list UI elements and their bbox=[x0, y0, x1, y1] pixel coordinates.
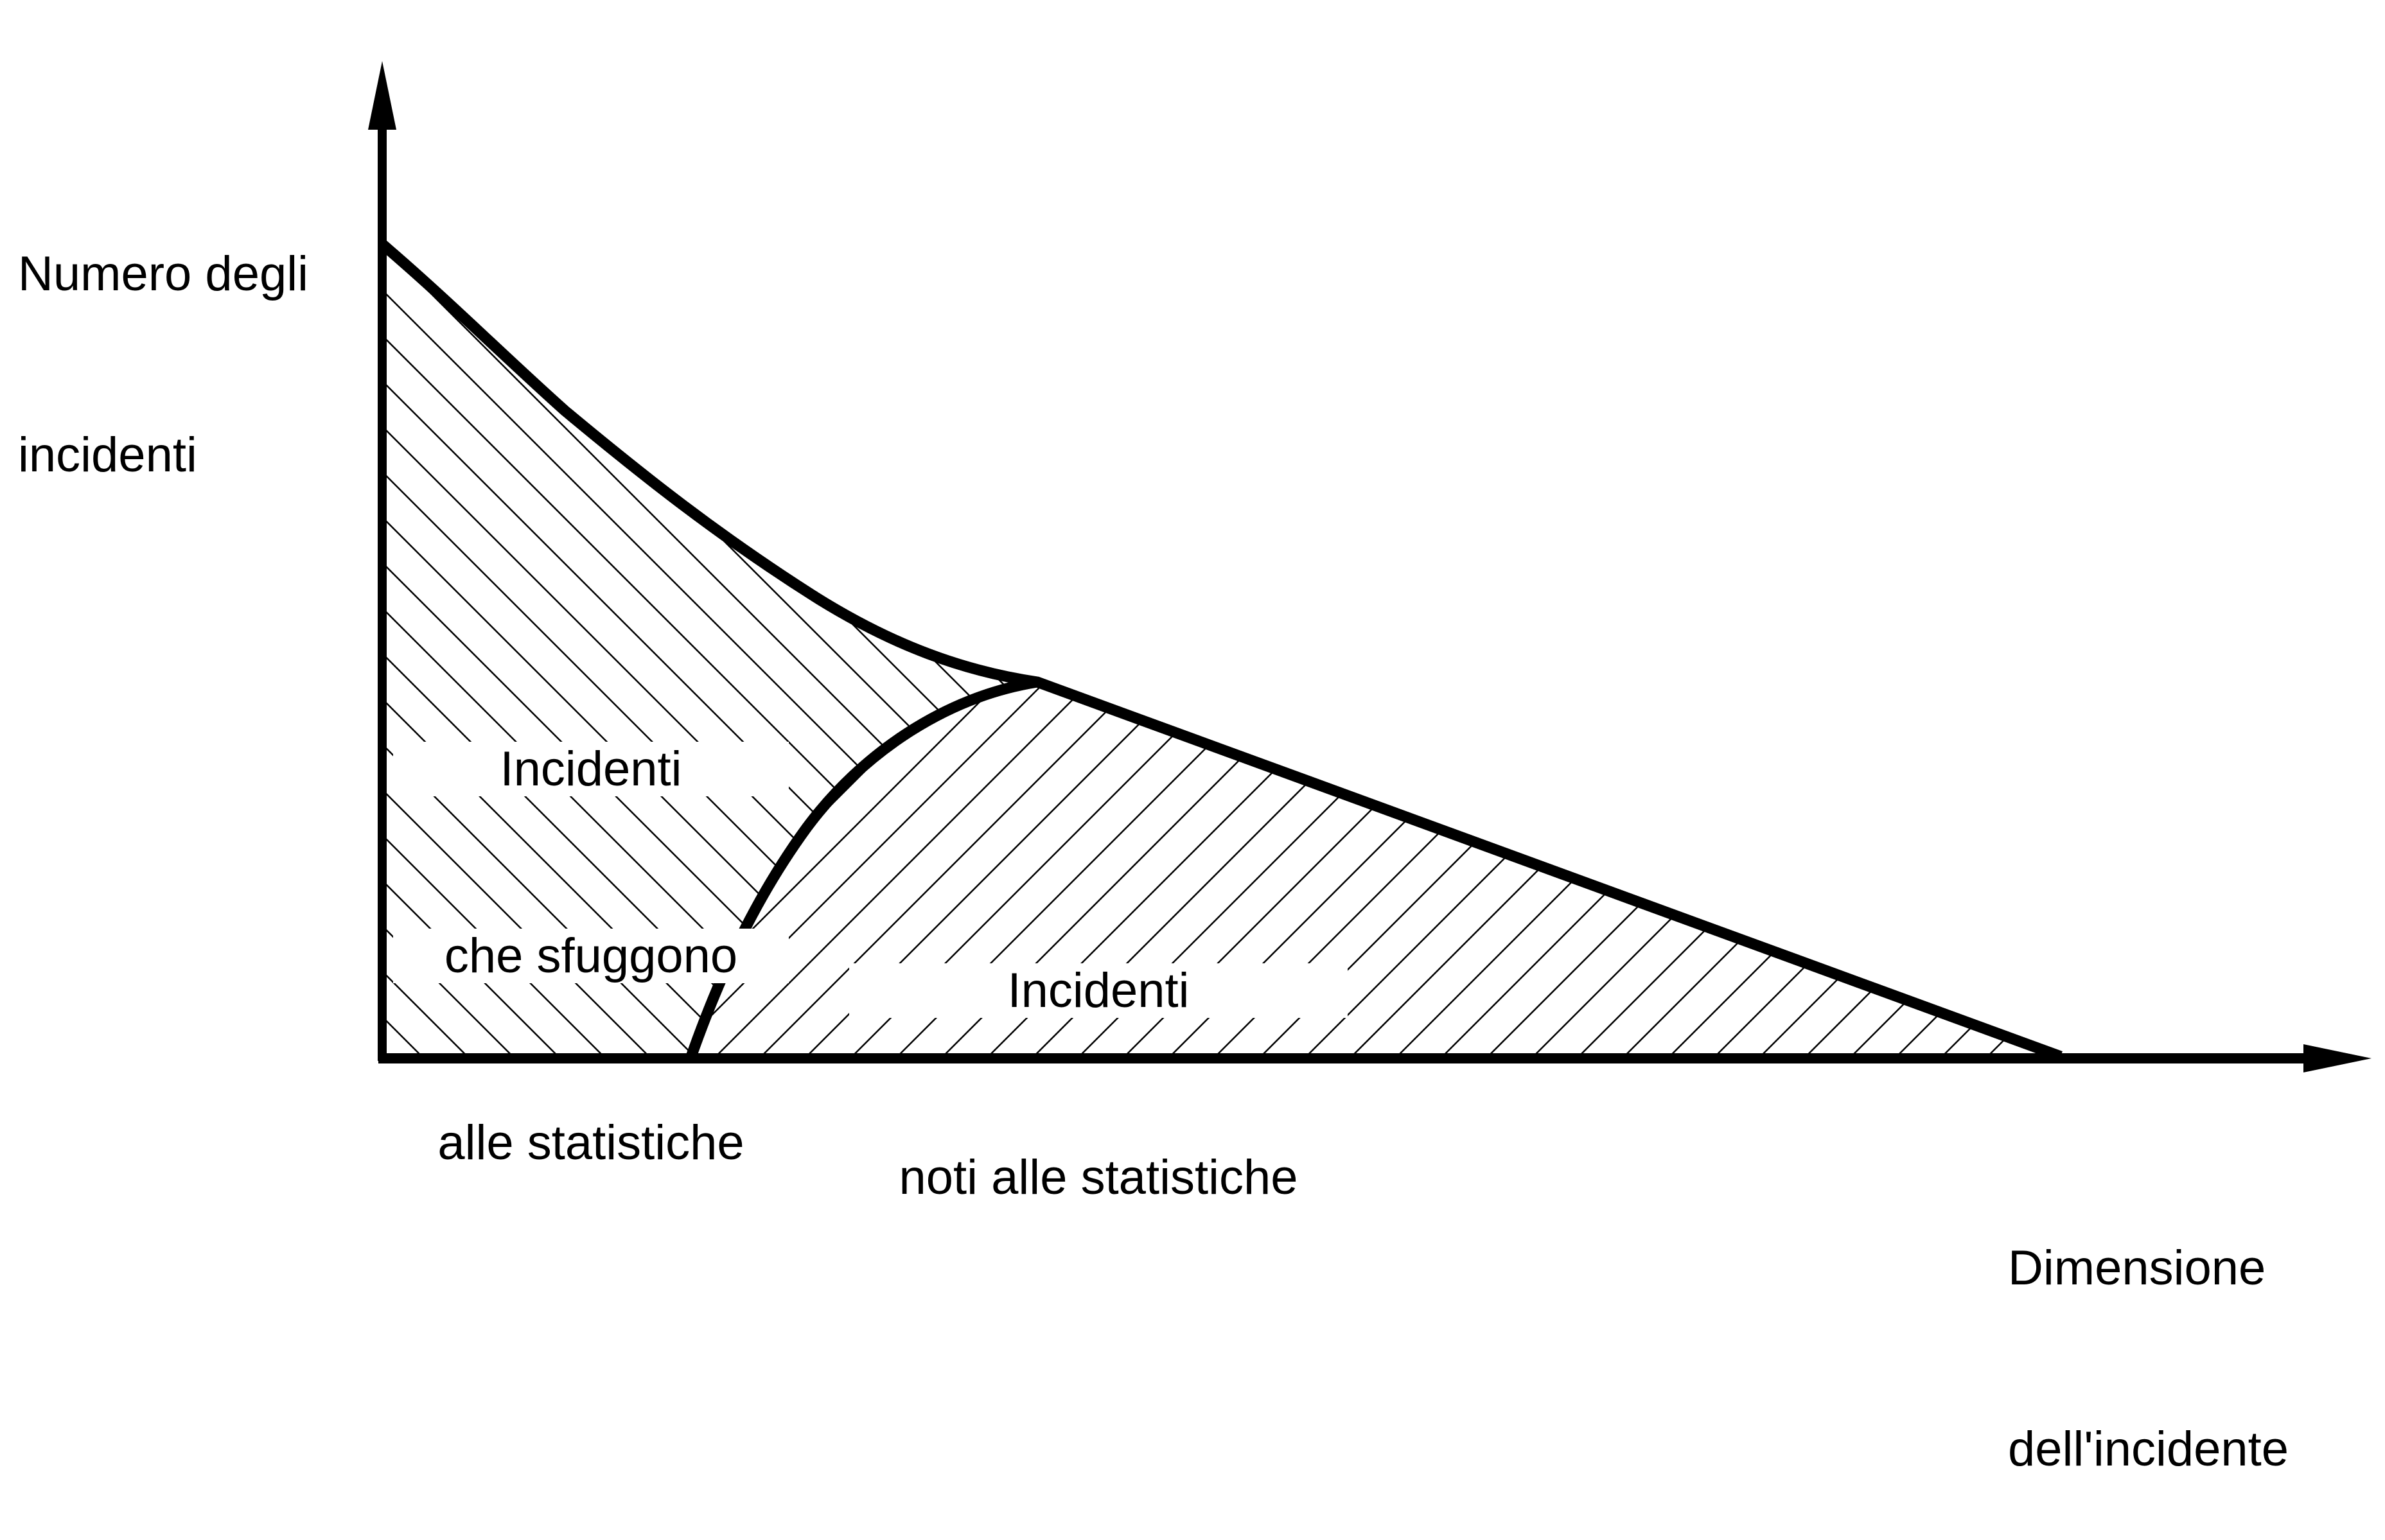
region-label-known-line-2: noti alle statistiche bbox=[899, 1150, 1298, 1205]
region-label-hidden-line-3: alle statistiche bbox=[437, 1116, 744, 1170]
region-label-incidenti-noti: Incidenti noti alle statistiche bbox=[854, 835, 1342, 1271]
label-knockout bbox=[849, 1150, 1348, 1205]
up-arrow-icon bbox=[368, 61, 396, 130]
right-arrow-icon bbox=[2303, 1044, 2372, 1072]
region-label-incidenti-che-sfuggono: Incidenti che sfuggono alle statistiche bbox=[398, 613, 784, 1236]
region-label-known-line-1: Incidenti bbox=[1007, 963, 1190, 1018]
x-axis-label: Dimensione dell'incidente bbox=[2008, 1117, 2289, 1540]
label-knockout bbox=[393, 929, 789, 983]
y-axis bbox=[368, 61, 396, 1061]
incident-size-distribution-diagram bbox=[368, 61, 2372, 1205]
label-knockout bbox=[393, 742, 789, 796]
label-knockout bbox=[393, 1116, 789, 1170]
region-label-hidden-line-1: Incidenti bbox=[500, 742, 682, 796]
y-axis-label-line-1: Numero degli bbox=[18, 247, 308, 301]
region-label-hidden-line-2: che sfuggono bbox=[444, 929, 738, 983]
x-axis bbox=[378, 1044, 2372, 1072]
y-axis-label: Numero degli incidenti bbox=[18, 123, 308, 546]
y-axis-label-line-2: incidenti bbox=[18, 428, 197, 482]
x-axis-label-line-1: Dimensione bbox=[2008, 1241, 2266, 1295]
total-incidents-curve bbox=[378, 240, 2063, 1062]
label-knockout bbox=[849, 963, 1348, 1018]
x-axis-label-line-2: dell'incidente bbox=[2008, 1422, 2289, 1476]
